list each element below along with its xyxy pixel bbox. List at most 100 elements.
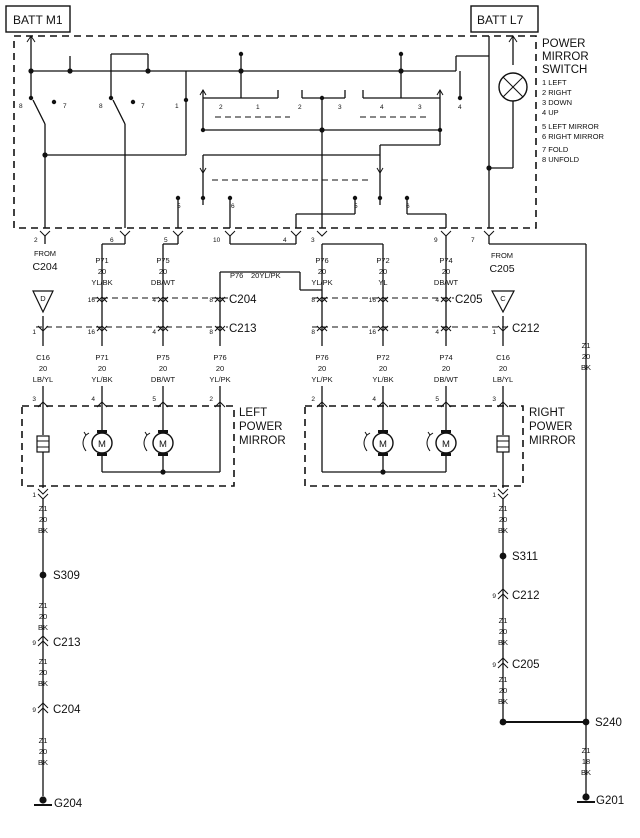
left-power-mirror: LEFT POWER MIRROR 3 4 5 2 M M — [21, 386, 286, 500]
svg-text:5: 5 — [164, 237, 168, 244]
svg-text:20: 20 — [499, 364, 507, 373]
svg-text:4: 4 — [435, 297, 439, 304]
batt-l7-box: BATT L7 — [470, 5, 539, 33]
c204-label: C204 — [229, 294, 257, 306]
svg-text:YL/BK: YL/BK — [372, 375, 393, 384]
svg-text:P74: P74 — [439, 353, 452, 362]
svg-text:20: 20 — [318, 267, 326, 276]
svg-text:P76: P76 — [315, 353, 328, 362]
svg-text:20: 20 — [39, 747, 47, 756]
svg-text:9: 9 — [492, 662, 496, 669]
svg-text:20: 20 — [39, 364, 47, 373]
svg-text:20: 20 — [379, 364, 387, 373]
svg-text:20: 20 — [318, 364, 326, 373]
svg-text:MIRROR: MIRROR — [239, 435, 286, 447]
svg-text:Z1: Z1 — [582, 341, 591, 350]
flag-d-icon — [32, 290, 54, 314]
batt-m1-label: BATT M1 — [13, 13, 63, 27]
upper-wire-label-p76-left: P76 20YL/PK — [230, 271, 281, 280]
svg-text:C: C — [500, 294, 506, 303]
svg-text:Z1: Z1 — [39, 657, 48, 666]
svg-text:P74: P74 — [439, 256, 452, 265]
svg-text:20: 20 — [98, 267, 106, 276]
svg-text:2: 2 — [209, 396, 213, 403]
svg-text:16: 16 — [88, 329, 96, 336]
svg-text:DB/WT: DB/WT — [151, 375, 176, 384]
svg-text:YL/BK: YL/BK — [91, 375, 112, 384]
svg-text:6 RIGHT MIRROR: 6 RIGHT MIRROR — [542, 132, 605, 141]
svg-text:6: 6 — [110, 237, 114, 244]
svg-text:5: 5 — [354, 203, 358, 210]
svg-text:20: 20 — [442, 267, 450, 276]
svg-text:20: 20 — [216, 364, 224, 373]
svg-text:2: 2 — [219, 104, 223, 111]
svg-text:Z1: Z1 — [499, 675, 508, 684]
svg-text:POWER: POWER — [239, 421, 282, 433]
svg-text:6: 6 — [406, 203, 410, 210]
svg-text:BK: BK — [38, 526, 48, 535]
svg-text:20: 20 — [159, 267, 167, 276]
svg-text:FROM: FROM — [34, 249, 56, 258]
svg-text:5: 5 — [435, 396, 439, 403]
svg-text:D: D — [40, 294, 46, 303]
svg-text:MIRROR: MIRROR — [529, 435, 576, 447]
svg-text:BK: BK — [498, 638, 508, 647]
svg-text:P76: P76 — [315, 256, 328, 265]
c213-lower-label: C213 — [53, 637, 81, 649]
svg-text:3: 3 — [311, 237, 315, 244]
svg-text:20: 20 — [39, 668, 47, 677]
svg-text:Z1: Z1 — [499, 616, 508, 625]
svg-text:RIGHT: RIGHT — [529, 407, 565, 419]
svg-text:5: 5 — [177, 203, 181, 210]
svg-text:4: 4 — [435, 329, 439, 336]
z1-right-feed-label: Z1 20 BK — [581, 341, 591, 372]
c212-label: C212 — [512, 323, 540, 335]
svg-text:3: 3 — [492, 396, 496, 403]
svg-text:4: 4 — [152, 297, 156, 304]
svg-text:8: 8 — [209, 329, 213, 336]
svg-text:DB/WT: DB/WT — [151, 278, 176, 287]
svg-text:2 RIGHT: 2 RIGHT — [542, 88, 572, 97]
svg-text:BK: BK — [38, 758, 48, 767]
svg-text:1: 1 — [256, 104, 260, 111]
svg-text:7: 7 — [141, 103, 145, 110]
switch-title: POWER MIRROR SWITCH — [542, 38, 589, 76]
svg-text:20: 20 — [499, 686, 507, 695]
svg-text:M: M — [159, 439, 167, 450]
svg-text:6: 6 — [231, 203, 235, 210]
svg-text:9: 9 — [32, 640, 36, 647]
svg-text:7: 7 — [63, 103, 67, 110]
svg-text:20: 20 — [159, 364, 167, 373]
svg-text:P75: P75 — [156, 256, 169, 265]
c205-lower-label: C205 — [512, 659, 540, 671]
svg-text:9: 9 — [32, 707, 36, 714]
svg-text:18: 18 — [582, 757, 590, 766]
svg-text:MIRROR: MIRROR — [542, 51, 589, 63]
g204-ground-icon — [39, 796, 47, 804]
svg-text:16: 16 — [369, 329, 377, 336]
svg-text:16: 16 — [369, 297, 377, 304]
svg-text:3 DOWN: 3 DOWN — [542, 98, 572, 107]
svg-text:LB/YL: LB/YL — [33, 375, 53, 384]
svg-text:Z1: Z1 — [39, 601, 48, 610]
from-c204-label: FROM C204 — [32, 249, 57, 273]
svg-text:4: 4 — [152, 329, 156, 336]
svg-text:M: M — [379, 439, 387, 450]
svg-text:1 LEFT: 1 LEFT — [542, 78, 567, 87]
left-ground-path: Z1 20 BK S309 Z1 20 BK 9 C213 Z1 20 BK 9… — [32, 499, 83, 810]
switch-position-legend: 1 LEFT 2 RIGHT 3 DOWN 4 UP 5 LEFT MIRROR… — [542, 78, 605, 164]
svg-text:P71: P71 — [95, 256, 108, 265]
upper-wire-label-p74: P74 20 DB/WT — [434, 256, 459, 287]
svg-text:4: 4 — [372, 396, 376, 403]
svg-text:FROM: FROM — [491, 251, 513, 260]
g201-label: G201 — [596, 795, 624, 807]
svg-text:LEFT: LEFT — [239, 407, 267, 419]
upper-wire-label-p72: P72 20 YL — [376, 256, 389, 287]
svg-text:9: 9 — [434, 237, 438, 244]
c204-lower-label: C204 — [53, 704, 81, 716]
svg-text:1: 1 — [492, 492, 496, 499]
svg-text:P76: P76 — [213, 353, 226, 362]
s240-label: S240 — [595, 717, 622, 729]
svg-text:Z1: Z1 — [39, 504, 48, 513]
svg-text:POWER: POWER — [542, 38, 585, 50]
